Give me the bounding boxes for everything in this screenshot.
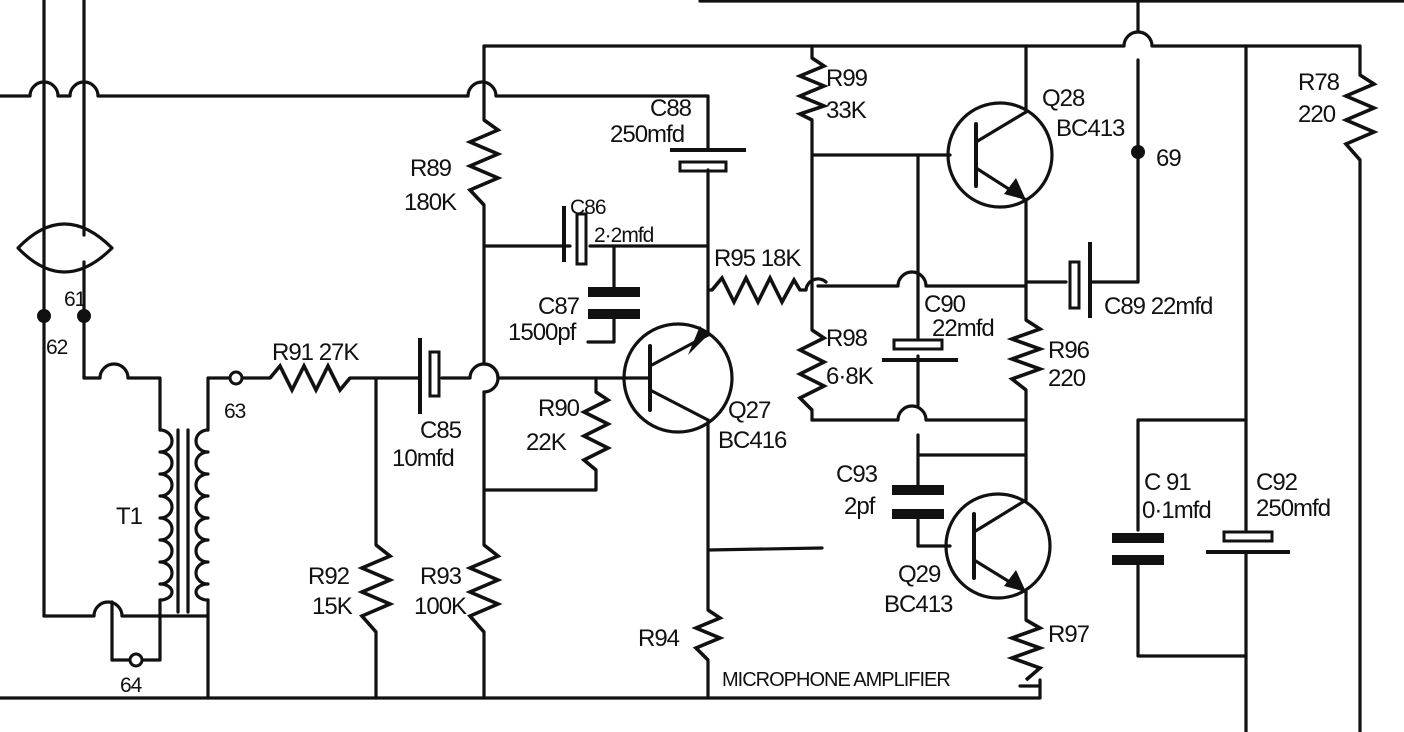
c87-value: 1500pf bbox=[508, 319, 577, 346]
c86-capacitor bbox=[562, 206, 588, 266]
t1-transformer bbox=[158, 428, 210, 614]
r78-value: 220 bbox=[1298, 101, 1336, 128]
c86-label: C86 bbox=[570, 196, 606, 219]
junctions bbox=[37, 145, 1145, 668]
screened-cable-symbol bbox=[16, 222, 114, 274]
c91-capacitor bbox=[1112, 533, 1164, 565]
terminal-63-dot bbox=[228, 370, 244, 386]
r96-value: 220 bbox=[1048, 365, 1086, 392]
r78-label: R78 bbox=[1298, 69, 1340, 96]
r95-label: R95 18K bbox=[714, 245, 801, 272]
r89-resistor bbox=[465, 118, 503, 207]
r96-label: R96 bbox=[1048, 337, 1090, 364]
c93-capacitor bbox=[892, 485, 944, 519]
c87-label: C87 bbox=[538, 293, 580, 320]
c92-label: C92 bbox=[1256, 469, 1298, 496]
r78-resistor bbox=[1341, 73, 1379, 162]
r91-label: R91 27K bbox=[272, 339, 359, 366]
terminal-61-dot bbox=[77, 309, 91, 323]
r89-label: R89 bbox=[410, 155, 452, 182]
r99-label: R99 bbox=[826, 65, 868, 92]
terminal-62-dot bbox=[37, 309, 51, 323]
terminal-69-label: 69 bbox=[1156, 145, 1181, 172]
c87-capacitor bbox=[588, 287, 640, 319]
q27-transistor bbox=[622, 322, 734, 434]
r94-label: R94 bbox=[638, 625, 680, 652]
c89-capacitor bbox=[1068, 242, 1092, 318]
r98-value: 6·8K bbox=[826, 363, 874, 390]
r95-resistor bbox=[710, 273, 802, 307]
c89-label: C89 22mfd bbox=[1104, 293, 1212, 320]
r91-resistor bbox=[268, 361, 352, 395]
r89-value: 180K bbox=[404, 189, 457, 216]
c91-label: C 91 bbox=[1144, 469, 1191, 496]
r98-label: R98 bbox=[826, 325, 868, 352]
terminal-62-label: 62 bbox=[46, 336, 68, 359]
r92-resistor bbox=[357, 543, 395, 634]
terminal-64-label: 64 bbox=[120, 674, 143, 697]
r90-resistor bbox=[579, 390, 613, 472]
capacitors bbox=[418, 148, 1290, 565]
r93-value: 100K bbox=[414, 593, 467, 620]
terminal-64-dot bbox=[128, 652, 144, 668]
q28-label: Q28 bbox=[1042, 85, 1085, 112]
r93-label: R93 bbox=[420, 563, 462, 590]
component-labels: R89 180K R99 33K C88 250mfd C86 2·2mfd C… bbox=[46, 65, 1341, 697]
c90-label: C90 bbox=[924, 291, 966, 318]
r92-label: R92 bbox=[308, 563, 350, 590]
q28-transistor bbox=[946, 101, 1054, 209]
r90-value: 22K bbox=[526, 429, 567, 456]
terminal-61-label: 61 bbox=[64, 288, 86, 311]
c86-value: 2·2mfd bbox=[594, 224, 654, 247]
footer-caption: MICROPHONE AMPLIFIER bbox=[722, 669, 950, 691]
r94-resistor bbox=[691, 608, 725, 662]
r97-label: R97 bbox=[1048, 621, 1090, 648]
r92-value: 15K bbox=[312, 593, 353, 620]
c92-value: 250mfd bbox=[1256, 495, 1330, 522]
c93-label: C93 bbox=[836, 461, 878, 488]
r99-value: 33K bbox=[826, 97, 867, 124]
terminal-69-dot bbox=[1131, 145, 1145, 159]
r97-resistor bbox=[1006, 618, 1046, 682]
r90-label: R90 bbox=[538, 395, 580, 422]
c85-capacitor bbox=[418, 338, 441, 414]
c93-value: 2pf bbox=[844, 493, 876, 520]
c90-capacitor bbox=[882, 338, 958, 362]
q27-label: Q27 bbox=[728, 397, 771, 424]
c85-value: 10mfd bbox=[392, 445, 454, 472]
c88-capacitor bbox=[670, 148, 746, 173]
r98-resistor bbox=[795, 328, 829, 412]
q28-type: BC413 bbox=[1056, 115, 1125, 142]
r93-resistor bbox=[465, 543, 503, 634]
t1-label: T1 bbox=[116, 503, 143, 530]
c91-value: 0·1mfd bbox=[1142, 497, 1211, 524]
c88-value: 250mfd bbox=[610, 121, 684, 148]
c90-value: 22mfd bbox=[932, 315, 994, 342]
q29-transistor bbox=[944, 492, 1052, 600]
r99-resistor bbox=[795, 56, 830, 122]
c92-capacitor bbox=[1206, 530, 1290, 554]
c88-label: C88 bbox=[650, 95, 692, 122]
c85-label: C85 bbox=[420, 417, 462, 444]
q29-type: BC413 bbox=[884, 591, 953, 618]
resistors bbox=[268, 56, 1379, 682]
q27-type: BC416 bbox=[718, 427, 787, 454]
transistors bbox=[622, 101, 1054, 600]
q29-label: Q29 bbox=[898, 561, 941, 588]
r96-resistor bbox=[1006, 318, 1046, 392]
terminal-63-label: 63 bbox=[224, 400, 246, 423]
